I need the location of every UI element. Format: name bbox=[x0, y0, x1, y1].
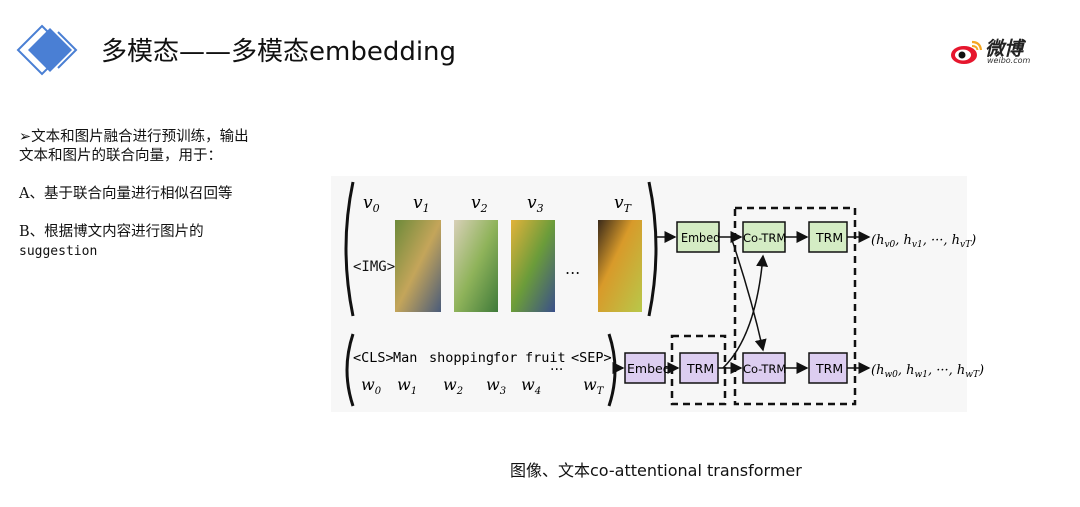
text-trm2-label: TRM bbox=[815, 361, 843, 376]
text-token-man: Man bbox=[393, 350, 417, 366]
text-trm-label: TRM bbox=[686, 361, 714, 376]
image-ellipsis: ... bbox=[565, 259, 580, 278]
bullet-a: A、基于联合向量进行相似召回等 bbox=[19, 186, 233, 202]
text-token-w4: w4 bbox=[521, 375, 541, 397]
text-bracket-left bbox=[345, 333, 355, 407]
image-bracket-left bbox=[344, 181, 355, 317]
arrow-cross-image-to-text bbox=[730, 236, 767, 352]
image-trm-label: TRM bbox=[815, 230, 843, 245]
text-token-cls: <CLS> bbox=[353, 350, 394, 366]
image-embed-label: Embed bbox=[681, 230, 720, 245]
arrow-cross-text-to-image bbox=[722, 254, 769, 369]
bullet-b: B、根据博文内容进行图片的 suggestion bbox=[19, 223, 249, 261]
image-bracket-right bbox=[647, 181, 658, 317]
page-title: 多模态——多模态embedding bbox=[101, 37, 457, 67]
image-token-v3: v3 bbox=[527, 193, 544, 215]
img-token: <IMG> bbox=[353, 259, 395, 275]
image-cotrm-label: Co-TRM bbox=[743, 231, 786, 245]
text-token-fruit: fruit bbox=[525, 350, 566, 366]
weibo-domain: weibo.com bbox=[987, 56, 1031, 65]
text-output: (hw0, hw1, ···, hwT) bbox=[871, 363, 984, 380]
figure-caption: 图像、文本co-attentional transformer bbox=[510, 461, 802, 480]
weibo-logo: 微博 weibo.com bbox=[950, 34, 1040, 68]
weibo-name: 微博 bbox=[985, 38, 1024, 60]
bullet-text: ➢文本和图片融合进行预训练，输出文本和图片的联合向量，用于： A、基于联合向量进… bbox=[19, 128, 249, 261]
image-token-v0: v0 bbox=[363, 193, 380, 215]
text-token-w0: w0 bbox=[361, 375, 382, 397]
image-cotrm-box bbox=[742, 221, 786, 253]
vilbert-architecture-diagram: v0 v1 v2 v3 vT <IMG> ... <CLS> Man shopp… bbox=[331, 176, 984, 412]
double-diamond-icon bbox=[16, 24, 78, 76]
image-output: (hv0, hv1, ···, hvT) bbox=[871, 233, 976, 250]
image-region-3 bbox=[511, 220, 555, 312]
text-token-w2: w2 bbox=[443, 375, 463, 397]
bullet-b-text: B、根据博文内容进行图片的 bbox=[19, 224, 204, 240]
text-embed-label: Embed bbox=[627, 361, 671, 376]
weibo-eye-icon bbox=[951, 40, 983, 64]
text-token-for: for bbox=[493, 350, 517, 366]
text-ellipsis: ... bbox=[550, 358, 563, 374]
image-region-1 bbox=[395, 220, 441, 312]
text-cotrm-label: Co-TRM bbox=[743, 362, 786, 376]
text-embed-box bbox=[624, 352, 666, 384]
text-token-sep: <SEP> bbox=[571, 350, 612, 366]
text-bracket-right bbox=[607, 333, 617, 407]
image-region-T bbox=[598, 220, 642, 312]
text-cotrm-box bbox=[742, 352, 786, 384]
image-token-v2: v2 bbox=[471, 193, 488, 215]
text-token-w3: w3 bbox=[486, 375, 506, 397]
image-token-vT: vT bbox=[614, 193, 633, 215]
bullet-b-code: suggestion bbox=[19, 244, 98, 259]
text-token-w1: w1 bbox=[397, 375, 417, 397]
text-token-wT: wT bbox=[583, 375, 605, 397]
image-token-v1: v1 bbox=[413, 193, 430, 215]
cotrm-dashed-frame bbox=[733, 206, 857, 406]
text-token-shopping: shopping bbox=[429, 350, 494, 366]
image-region-2 bbox=[454, 220, 498, 312]
bullet-intro: ➢文本和图片融合进行预训练，输出文本和图片的联合向量，用于： bbox=[19, 129, 249, 164]
